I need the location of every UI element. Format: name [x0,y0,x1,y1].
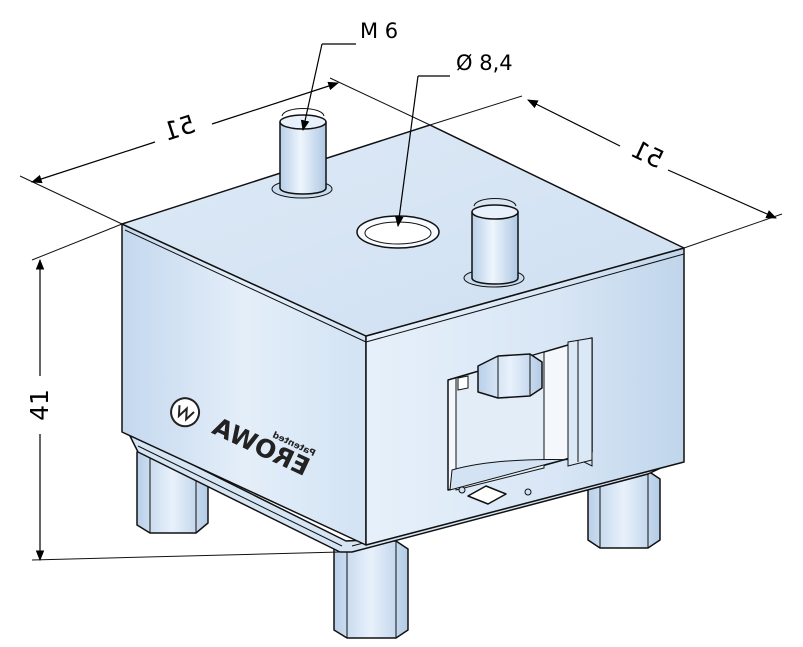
bore-hole [356,215,440,249]
callout-thread: M 6 [300,19,398,132]
pin-front [463,198,525,288]
inner-nut [477,353,543,399]
dimension-height: 41 [25,223,341,562]
foot-front [333,540,409,639]
brand-logo [170,397,201,428]
chamfer-edge [365,253,685,343]
callout-bore-label: Ø 8,4 [456,51,513,75]
chamfer-edge [124,229,367,343]
dimension-label-width-right: 51 [627,134,668,174]
pin-back [271,108,333,199]
callout-thread-label: M 6 [360,19,398,43]
dimension-label-height: 41 [25,389,54,421]
clamping-slot [447,337,593,491]
square-hole [467,485,507,505]
dimension-label-width-left: 51 [160,109,199,146]
callout-bore: Ø 8,4 [395,51,513,228]
